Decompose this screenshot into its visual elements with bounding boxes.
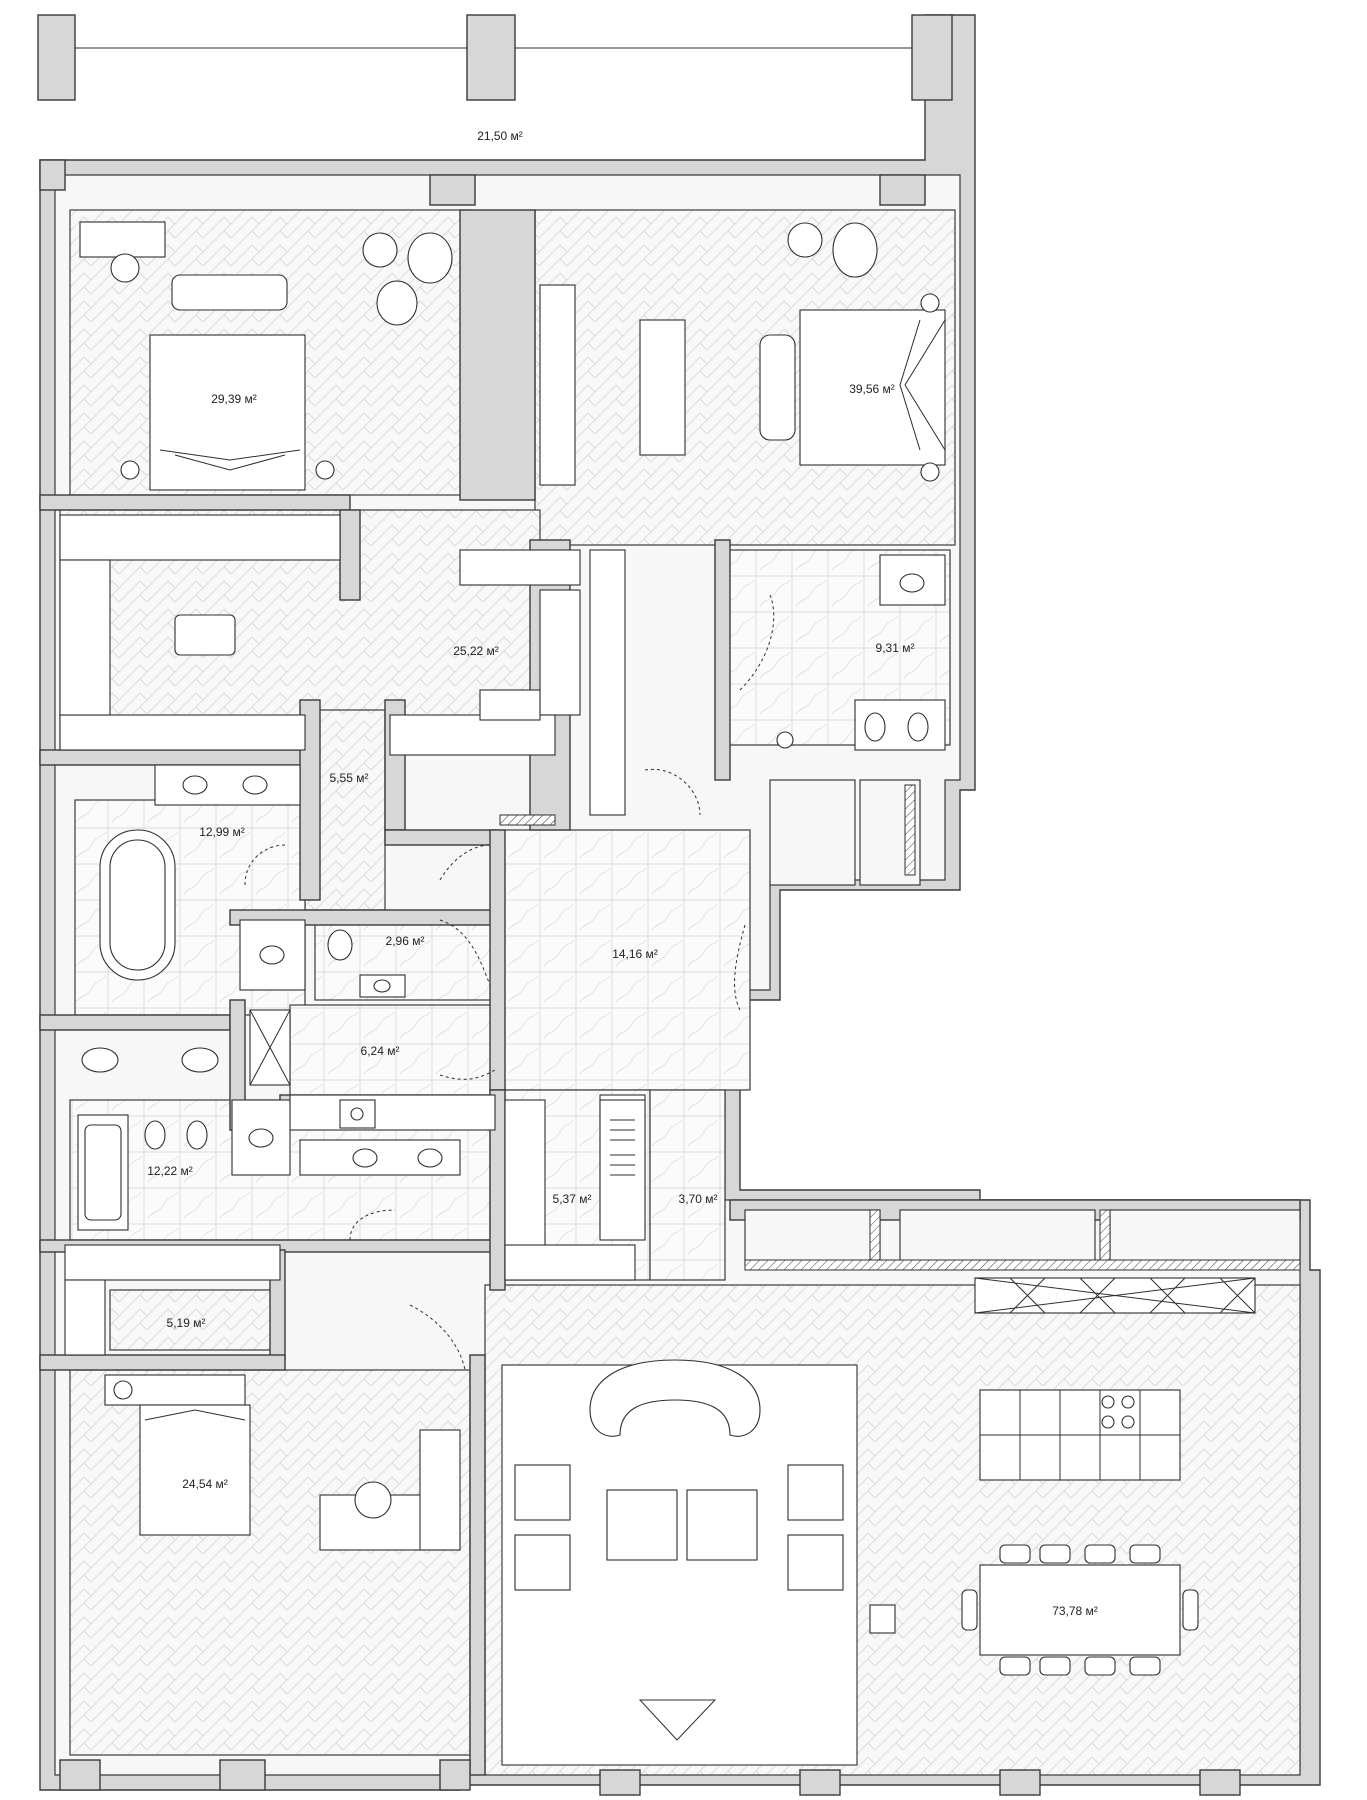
area-hall: 14,16 м² (612, 947, 658, 961)
area-wc: 2,96 м² (386, 934, 425, 948)
area-dressing-1: 25,22 м² (453, 644, 499, 658)
area-living-kitchen: 73,78 м² (1052, 1604, 1098, 1618)
laundry-fixtures (289, 1069, 496, 1131)
area-corridor-1: 5,55 м² (330, 771, 369, 785)
area-closet: 5,19 м² (167, 1316, 206, 1330)
area-bedroom-2: 24,54 м² (182, 1477, 228, 1491)
area-bathroom-master: 9,31 м² (876, 641, 915, 655)
area-bedroom-1: 29,39 м² (211, 392, 257, 406)
bottom-facade (59, 1759, 1241, 1796)
terrace (37, 14, 953, 206)
area-wardrobe: 5,37 м² (553, 1192, 592, 1206)
wc-fixtures (327, 919, 491, 998)
living-kitchen-furniture (501, 1359, 1199, 1766)
master-bathroom-fixtures (739, 554, 946, 751)
area-terrace: 21,50 м² (477, 129, 523, 143)
bedroom-1-furniture (79, 221, 453, 491)
master-bedroom-furniture (759, 222, 946, 482)
area-entrance: 3,70 м² (679, 1192, 718, 1206)
bathroom-1-fixtures (81, 764, 306, 1073)
storage-blocks (499, 779, 1301, 1271)
hall-fixtures (439, 768, 746, 1011)
area-bathroom-2: 12,22 м² (147, 1164, 193, 1178)
area-master-bedroom: 39,56 м² (849, 382, 895, 396)
area-bathroom-1: 12,99 м² (199, 825, 245, 839)
area-labels: 21,50 м² 29,39 м² 39,56 м² 25,22 м² 9,31… (147, 129, 1098, 1618)
dressing-1-furniture (174, 614, 541, 721)
bedroom-2-furniture (104, 1374, 461, 1551)
bathroom-2-fixtures (77, 1099, 461, 1241)
wardrobe-fixtures (409, 1099, 646, 1371)
area-laundry: 6,24 м² (361, 1044, 400, 1058)
